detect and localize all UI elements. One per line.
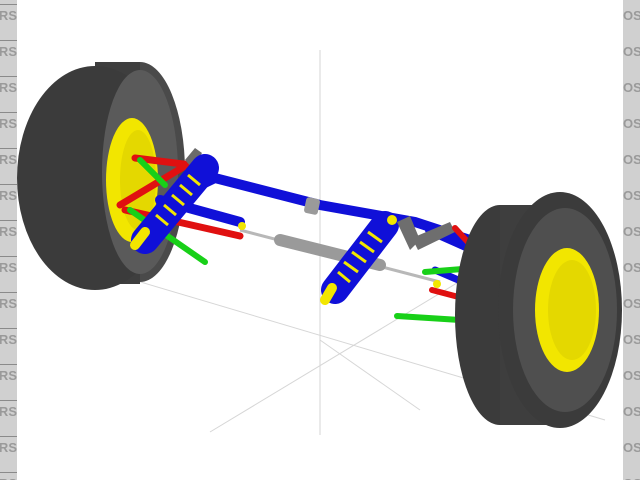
watermark-text: DERS: [0, 332, 17, 347]
watermark-line: [0, 400, 17, 401]
watermark-text: OST: [623, 8, 640, 23]
watermark-line: [0, 220, 17, 221]
watermark-text: DERS: [0, 260, 17, 275]
watermark-text: DERS: [0, 80, 17, 95]
watermark-text: DERS: [0, 152, 17, 167]
watermark-text: DERS: [0, 476, 17, 480]
suspension-render: [17, 50, 622, 435]
watermark-text: OST: [623, 260, 640, 275]
watermark-text: OST: [623, 80, 640, 95]
left-shock: [130, 154, 219, 254]
watermark-text: OST: [623, 440, 640, 455]
right-wheel: [455, 192, 622, 428]
frame-bushing: [304, 197, 320, 215]
watermark-text: OST: [623, 152, 640, 167]
watermark-line: [0, 76, 17, 77]
watermark-text: OST: [623, 476, 640, 480]
watermark-text: DERS: [0, 224, 17, 239]
watermark-line: [0, 112, 17, 113]
watermark-line: [0, 40, 17, 41]
watermark-line: [0, 148, 17, 149]
watermark-text: OST: [623, 332, 640, 347]
watermark-line: [0, 436, 17, 437]
watermark-text: DERS: [0, 296, 17, 311]
watermark-line: [0, 328, 17, 329]
watermark-text: DERS: [0, 116, 17, 131]
watermark-text: DERS: [0, 440, 17, 455]
watermark-line: [0, 292, 17, 293]
watermark-text: DERS: [0, 8, 17, 23]
watermark-line: [0, 184, 17, 185]
watermark-text: OST: [623, 116, 640, 131]
watermark-text: DERS: [0, 188, 17, 203]
watermark-text: OST: [623, 224, 640, 239]
watermark-strip-left: DERS DERS DERS DERS DERS DERS DERS DERS DERS DERS…: [0, 0, 17, 480]
watermark-line: [0, 472, 17, 473]
watermark-strip-right: OST OST OST OST OST OST OST OST OST OST OST OST OST O…: [623, 0, 640, 480]
watermark-line: [0, 4, 17, 5]
watermark-line: [0, 256, 17, 257]
right-shock: [320, 211, 455, 305]
watermark-text: OST: [623, 368, 640, 383]
watermark-text: DERS: [0, 368, 17, 383]
watermark-text: OST: [623, 404, 640, 419]
watermark-text: OST: [623, 44, 640, 59]
watermark-text: DERS: [0, 44, 17, 59]
watermark-text: DERS: [0, 404, 17, 419]
watermark-text: OST: [623, 296, 640, 311]
watermark-line: [0, 364, 17, 365]
watermark-text: OST: [623, 188, 640, 203]
